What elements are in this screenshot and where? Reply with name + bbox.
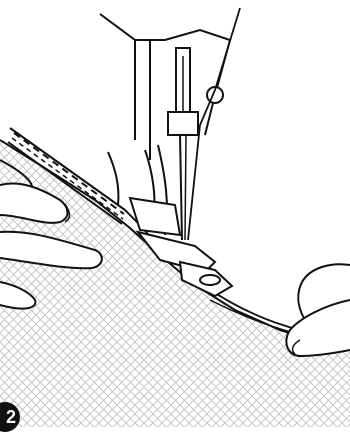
hand-icon — [286, 264, 350, 356]
step-number-label: 2 — [6, 407, 16, 428]
fabric-icon — [0, 140, 350, 427]
